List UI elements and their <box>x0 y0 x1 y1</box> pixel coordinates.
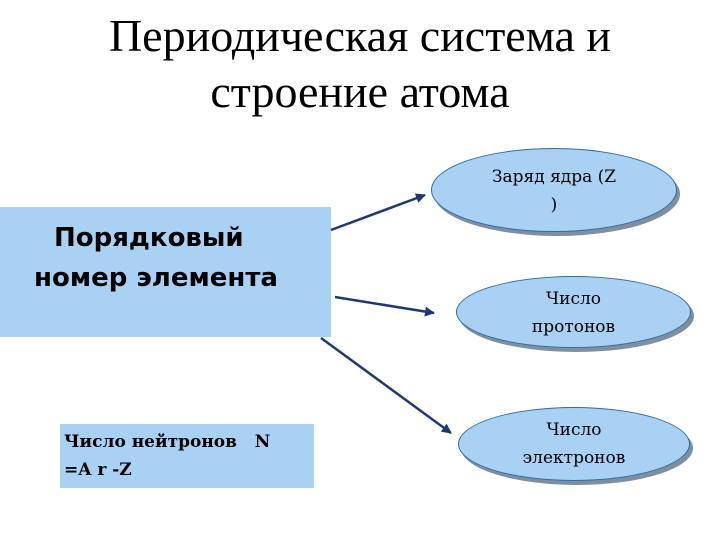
arrow-to-protons <box>334 295 435 317</box>
arrow-to-electrons <box>320 336 452 435</box>
nuclear-charge-line-1: Заряд ядра (Z <box>491 167 617 187</box>
protons-ellipse: Число протонов <box>456 276 691 348</box>
atomic-number-line-2: номер элемента <box>34 263 278 293</box>
electrons-line-2: электронов <box>522 448 626 468</box>
protons-line-1: Число <box>545 289 602 309</box>
arrow-to-nuclear-charge <box>330 193 426 232</box>
title-line-2: строение атома <box>210 66 510 117</box>
electrons-line-1: Число <box>546 420 602 440</box>
atomic-number-box: Порядковый номер элемента <box>0 207 331 337</box>
atomic-number-line-1: Порядковый <box>54 223 244 253</box>
protons-line-2: протонов <box>531 317 616 337</box>
page-title: Периодическая система и строение атома <box>0 8 720 120</box>
title-line-1: Периодическая система и <box>108 10 612 61</box>
neutron-formula-line-1: Число нейтронов N <box>64 432 271 452</box>
electrons-ellipse: Число электронов <box>458 407 690 481</box>
neutron-formula-box: Число нейтронов N =A r -Z <box>60 424 314 488</box>
nuclear-charge-line-2: ) <box>550 195 558 215</box>
nuclear-charge-ellipse: Заряд ядра (Z ) <box>431 148 677 232</box>
neutron-formula-line-2: =A r -Z <box>64 460 132 480</box>
